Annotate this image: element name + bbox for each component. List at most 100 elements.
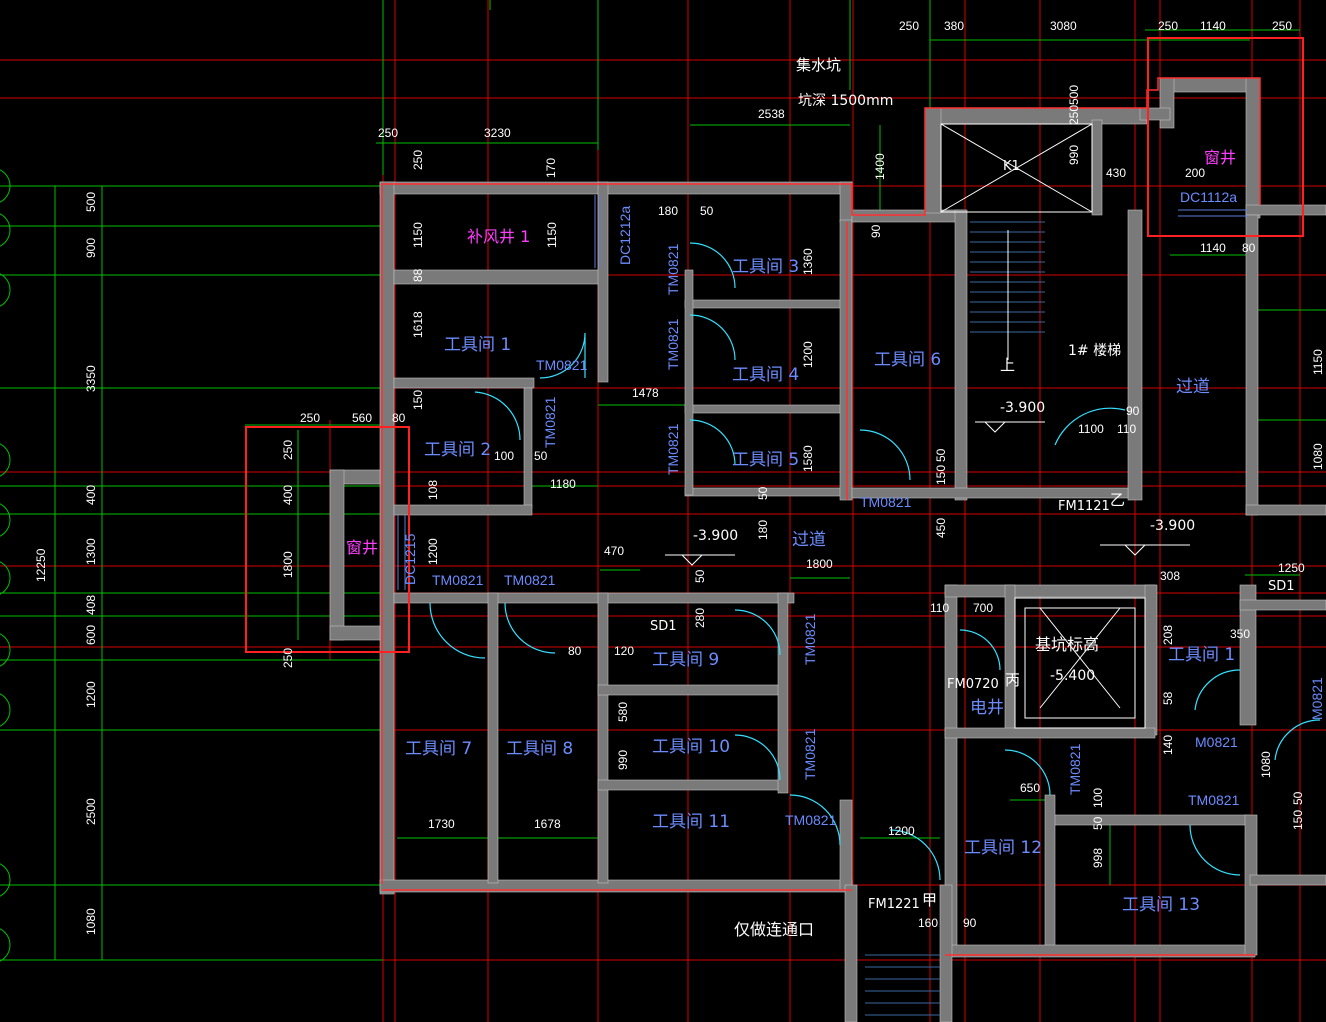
room-label: 工具间 4: [732, 365, 799, 385]
dimension: 1140: [1200, 241, 1226, 255]
dimension: 250: [378, 126, 398, 140]
stair-label: 1# 楼梯: [1068, 343, 1121, 359]
level-value: -3.900: [1150, 518, 1195, 534]
door-code: TM0821: [802, 613, 818, 665]
shaft-code: SD1: [1268, 579, 1295, 594]
dimension: 50: [1091, 816, 1105, 830]
dimension: 50: [534, 449, 548, 463]
dimension: 50: [934, 448, 948, 462]
shaft-code: SD1: [650, 619, 677, 634]
dimension: 1300: [84, 538, 98, 565]
up-label: 上: [1000, 356, 1015, 374]
walls: [329, 77, 1326, 1022]
dimension: 1100: [1078, 422, 1104, 436]
dimension: 308: [1160, 569, 1180, 583]
dimension: 1360: [801, 248, 815, 275]
dimension: 3080: [1050, 19, 1077, 33]
dimension: 1140: [1200, 19, 1226, 33]
dimension: 2538: [758, 107, 785, 121]
room-label: 工具间 1: [444, 335, 511, 355]
wall-outline: [381, 77, 1261, 956]
dimension: 380: [944, 19, 964, 33]
dimension: 1250: [1278, 561, 1305, 575]
dimension: 12250: [34, 548, 48, 582]
dimension: 1200: [888, 824, 915, 838]
dimension-text: 250 380 3080 250 1140 250 500 250 2538 1…: [34, 19, 1325, 935]
level-value: -3.900: [693, 528, 738, 544]
dimension: 110: [1117, 422, 1136, 436]
window-well-label: 窗井: [1204, 148, 1236, 167]
dimension: 600: [84, 625, 98, 645]
dimension: 208: [1161, 625, 1175, 645]
pit-elevation-value: -5.400: [1050, 668, 1095, 684]
door-code: TM0821: [504, 572, 556, 588]
dimension: 180: [756, 520, 770, 540]
sump-depth-label: 坑深 1500mm: [798, 93, 893, 109]
dimension: 998: [1091, 848, 1105, 868]
door-code: TM0821: [785, 812, 837, 828]
room-label: 工具间 9: [652, 650, 719, 670]
dimension: 250: [1067, 105, 1081, 125]
dimension: 700: [973, 601, 993, 615]
dimension: 1400: [873, 153, 887, 180]
dimension: 80: [568, 644, 582, 658]
dimension: 1618: [411, 311, 425, 338]
pit-elevation-label: 基坑标高: [1035, 635, 1099, 654]
dimension: 560: [352, 411, 372, 425]
passage-note: 仅做连通口: [734, 920, 814, 939]
level-value: -3.900: [1000, 400, 1045, 416]
dimension: 250: [1272, 19, 1292, 33]
dimension: 3230: [484, 126, 511, 140]
dimension: 1200: [801, 341, 815, 368]
fire-grade-label: 丙: [1005, 671, 1020, 689]
room-label: 工具间 12: [964, 838, 1042, 858]
dimension: 58: [1161, 691, 1175, 705]
door-code: M0821: [1309, 677, 1325, 720]
fire-grade-label: 甲: [922, 891, 937, 909]
dimension: 1200: [426, 538, 440, 565]
dimension: 1800: [806, 557, 833, 571]
dimension: 1800: [281, 551, 295, 578]
corridor-label: 过道: [1176, 377, 1210, 397]
dimension: 280: [693, 608, 707, 628]
axis-bubbles: [0, 169, 11, 962]
door-swings: [429, 242, 1321, 881]
dimension: 150: [411, 390, 425, 410]
door-code: TM0821: [542, 396, 558, 448]
door-code: TM0821: [1067, 743, 1083, 795]
sump-label: 集水坑: [796, 56, 841, 74]
highlight-box-left-window-well: [245, 426, 410, 653]
room-label: 工具间 13: [1122, 895, 1200, 915]
door-code: TM0821: [665, 423, 681, 475]
dimension: 408: [84, 595, 98, 615]
windows: [397, 195, 1248, 590]
dimension: 250: [411, 150, 425, 170]
dimension-lines: [0, 0, 1326, 961]
dimension: 150: [1291, 810, 1305, 830]
vent-shaft-label: 补风井 1: [467, 227, 530, 246]
dimension: 250: [899, 19, 919, 33]
dimension: 400: [281, 485, 295, 505]
corridor-label: 过道: [792, 530, 826, 550]
dimension: 250: [281, 648, 295, 668]
door-code: TM0821: [665, 318, 681, 370]
fire-grade-label: 乙: [1110, 491, 1125, 509]
dimension: 170: [544, 158, 558, 178]
room-label: 工具间 10: [652, 737, 730, 757]
dimension: 1080: [84, 908, 98, 935]
dimension: 2500: [84, 798, 98, 825]
opening-codes: DC1212a DC1112a DC1215 TM0821 TM0821 TM0…: [402, 189, 1325, 912]
dimension: 1150: [411, 222, 425, 248]
door-code: TM0821: [860, 494, 912, 510]
room-label: 工具间 8: [506, 739, 573, 759]
window-well-label: 窗井: [346, 538, 378, 557]
room-label: 工具间 5: [732, 450, 799, 470]
dimension: 3350: [84, 365, 98, 392]
dimension: 580: [616, 702, 630, 722]
dimension: 350: [1230, 627, 1250, 641]
dimension: 250: [1158, 19, 1178, 33]
door-code: TM0821: [1188, 792, 1240, 808]
dimension: 1150: [1311, 349, 1325, 375]
door-code: FM1221: [868, 897, 920, 912]
